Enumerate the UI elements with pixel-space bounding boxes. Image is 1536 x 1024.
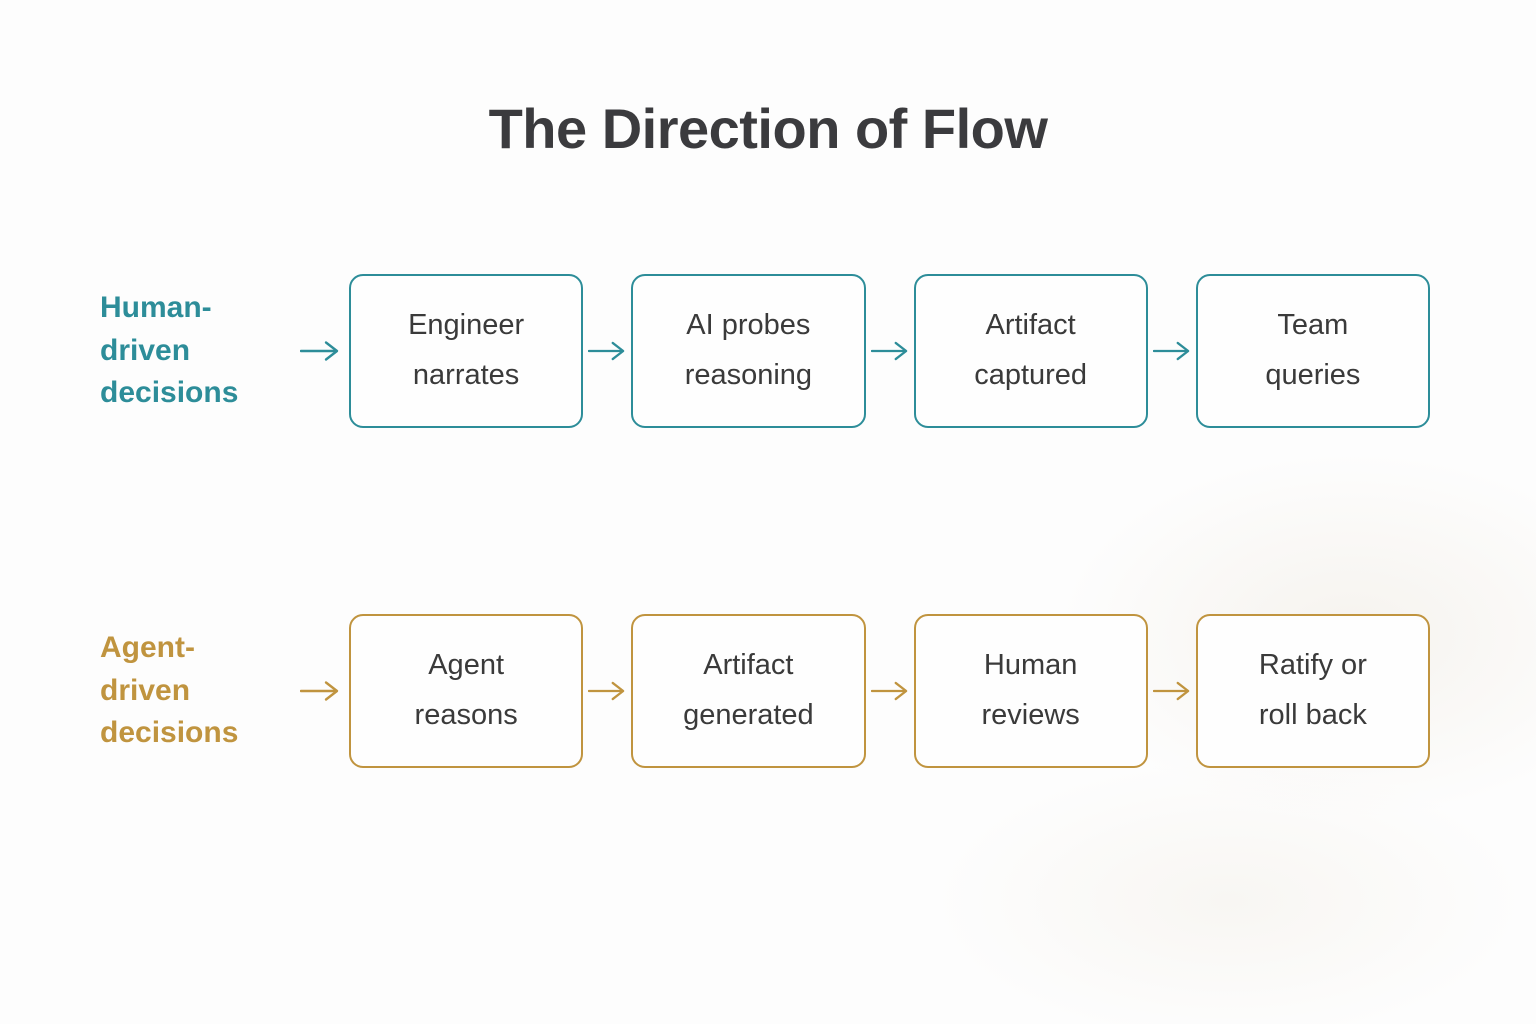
flow-box-ai-probes-reasoning: AI probes reasoning bbox=[631, 274, 866, 428]
arrow-right-icon bbox=[870, 679, 909, 703]
arrow-right-icon bbox=[588, 339, 626, 363]
row-label-agent-driven: Agent- driven decisions bbox=[100, 630, 239, 750]
flow-box-artifact-generated: Artifact generated bbox=[631, 614, 866, 768]
flow-box-agent-reasons: Agent reasons bbox=[349, 614, 584, 768]
step-label: Agent reasons bbox=[414, 649, 518, 731]
arrow-right-icon bbox=[300, 679, 340, 703]
flow-row-human-driven: Human- driven decisions Engineer narrate… bbox=[100, 272, 1430, 430]
step-label: Artifact captured bbox=[974, 309, 1088, 391]
step-label: Engineer narrates bbox=[408, 309, 525, 391]
arrow-right-icon bbox=[1152, 679, 1191, 703]
flow-box-human-reviews: Human reviews bbox=[913, 614, 1148, 768]
arrow-right-icon bbox=[588, 679, 626, 703]
flow-box-ratify-or-roll-back: Ratify or roll back bbox=[1195, 614, 1430, 768]
flow-box-artifact-captured: Artifact captured bbox=[913, 274, 1148, 428]
step-label: Team queries bbox=[1265, 309, 1361, 391]
flow-row-agent-driven: Agent- driven decisions Agent reasons Ar… bbox=[100, 612, 1430, 770]
step-label: Artifact generated bbox=[683, 649, 814, 731]
step-label: Ratify or roll back bbox=[1258, 649, 1367, 731]
step-label: Human reviews bbox=[981, 649, 1080, 731]
step-label: AI probes reasoning bbox=[684, 309, 813, 391]
arrow-right-icon bbox=[300, 339, 340, 363]
page-title: The Direction of Flow bbox=[488, 97, 1048, 160]
arrow-right-icon bbox=[870, 339, 909, 363]
flow-box-engineer-narrates: Engineer narrates bbox=[349, 274, 584, 428]
row-label-human-driven: Human- driven decisions bbox=[100, 290, 239, 410]
flow-box-team-queries: Team queries bbox=[1195, 274, 1430, 428]
arrow-right-icon bbox=[1152, 339, 1191, 363]
